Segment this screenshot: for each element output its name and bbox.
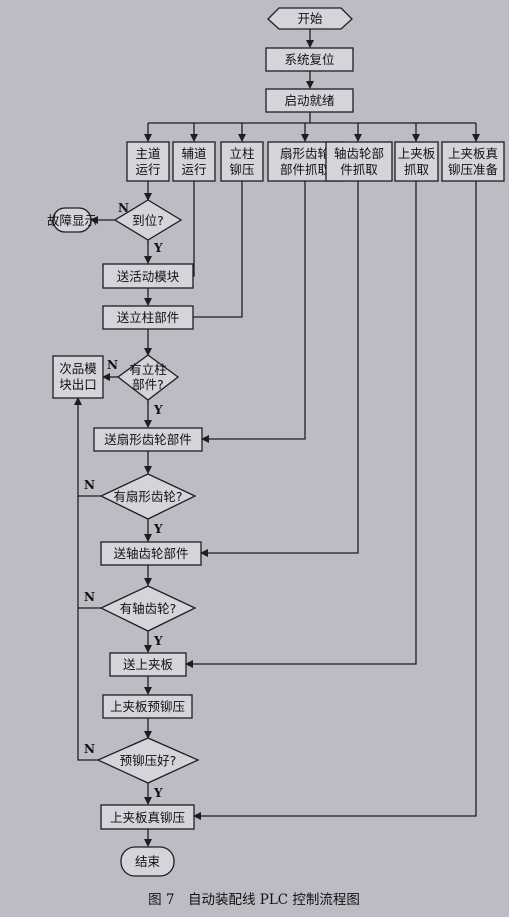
- main-lane-line2: 运行: [135, 162, 160, 177]
- line-column-press: [193, 181, 243, 318]
- shaft-grab-line1: 轴齿轮部: [334, 146, 384, 161]
- has-column-line1: 有立柱: [129, 362, 167, 377]
- send-sector-gear-label: 送扇形齿轮部件: [104, 432, 192, 447]
- sector-grab-line1: 扇形齿轮: [280, 146, 330, 161]
- has-sector-gear-label: 有扇形齿轮?: [113, 489, 182, 504]
- yes-label-in-position: Y: [153, 241, 163, 255]
- send-column-part-label: 送立柱部件: [117, 310, 180, 325]
- no-label-prerivet-ok: N: [84, 742, 95, 756]
- no-label-has-shaft: N: [84, 590, 95, 604]
- yes-label-has-sector: Y: [153, 522, 163, 536]
- ready-label: 启动就绪: [284, 93, 334, 108]
- in-position-label: 到位?: [132, 213, 164, 228]
- decision-prerivet-ok: 预铆压好?: [96, 737, 200, 784]
- line-aux-lane: [193, 181, 195, 277]
- node-send-moving-module: 送活动模块: [102, 263, 194, 289]
- main-lane-line1: 主道: [135, 146, 161, 161]
- node-upper-plate-grab: 上夹板 抓取: [394, 141, 439, 182]
- prerivet-label: 上夹板预铆压: [110, 699, 185, 714]
- prerivet-ok-label: 预铆压好?: [120, 753, 177, 768]
- decision-has-sector-gear: 有扇形齿轮?: [99, 473, 197, 520]
- node-upper-plate-final-rivet: 上夹板真铆压: [100, 804, 195, 830]
- plate-grab-line2: 抓取: [404, 162, 430, 177]
- no-label-in-position: N: [118, 201, 129, 215]
- sector-grab-line2: 部件抓取: [280, 162, 331, 177]
- node-send-shaft-gear: 送轴齿轮部件: [100, 541, 202, 566]
- plate-grab-line1: 上夹板: [398, 146, 436, 161]
- defective-out-line1: 次品模: [59, 361, 97, 376]
- final-rivet-label: 上夹板真铆压: [110, 810, 185, 825]
- column-press-line2: 铆压: [229, 162, 254, 177]
- node-column-press: 立柱 铆压: [220, 141, 264, 182]
- has-column-line2: 部件?: [132, 377, 164, 392]
- node-fault-display: 故障显示: [47, 207, 97, 233]
- node-reset: 系统复位: [265, 47, 354, 72]
- node-ready: 启动就绪: [265, 88, 354, 113]
- node-send-column-part: 送立柱部件: [102, 305, 194, 330]
- no-label-has-column: N: [107, 358, 118, 372]
- shaft-grab-line2: 件抓取: [340, 162, 378, 177]
- decision-has-shaft-gear: 有轴齿轮?: [99, 585, 197, 632]
- column-press-line1: 立柱: [229, 146, 254, 161]
- line-shaft-grab: [200, 181, 359, 557]
- no-label-has-sector: N: [84, 478, 95, 492]
- node-send-upper-plate: 送上夹板: [109, 652, 187, 677]
- start-label: 开始: [297, 11, 323, 26]
- defective-out-line2: 块出口: [59, 377, 97, 392]
- node-start: 开始: [267, 7, 353, 30]
- send-shaft-gear-label: 送轴齿轮部件: [113, 546, 188, 561]
- node-upper-plate-prep: 上夹板真 铆压准备: [441, 141, 505, 182]
- node-send-sector-gear: 送扇形齿轮部件: [93, 427, 203, 452]
- send-moving-module-label: 送活动模块: [117, 269, 180, 284]
- yes-label-has-column: Y: [153, 403, 163, 417]
- has-shaft-gear-label: 有轴齿轮?: [120, 601, 177, 616]
- aux-lane-line1: 辅道: [181, 146, 207, 161]
- yes-label-prerivet-ok: Y: [153, 786, 163, 800]
- node-shaft-gear-grab: 轴齿轮部 件抓取: [325, 141, 393, 182]
- plate-prep-line1: 上夹板真: [448, 146, 498, 161]
- send-upper-plate-label: 送上夹板: [123, 657, 174, 672]
- reset-label: 系统复位: [284, 52, 334, 67]
- end-label: 结束: [135, 854, 161, 869]
- yes-label-has-shaft: Y: [153, 634, 163, 648]
- line-sector-grab: [201, 181, 306, 443]
- line-plate-prep: [193, 181, 477, 820]
- plate-prep-line2: 铆压准备: [448, 162, 499, 177]
- node-upper-plate-prerivet: 上夹板预铆压: [102, 694, 193, 719]
- node-defective-out: 次品模 块出口: [52, 355, 104, 399]
- node-end: 结束: [120, 846, 175, 877]
- line-prerivet-ok-no: [77, 496, 98, 761]
- aux-lane-line2: 运行: [181, 162, 206, 177]
- decision-has-column: 有立柱 部件?: [116, 354, 180, 401]
- connectors: [74, 29, 480, 847]
- node-aux-lane: 辅道 运行: [172, 141, 216, 182]
- line-plate-grab: [185, 181, 417, 668]
- branch-labels: N Y N Y N Y N Y N Y: [84, 201, 163, 800]
- decision-in-position: 到位?: [113, 199, 183, 241]
- figure-caption: 图 7 自动装配线 PLC 控制流程图: [148, 892, 360, 908]
- node-main-lane: 主道 运行: [126, 141, 170, 182]
- fault-display-label: 故障显示: [47, 213, 97, 228]
